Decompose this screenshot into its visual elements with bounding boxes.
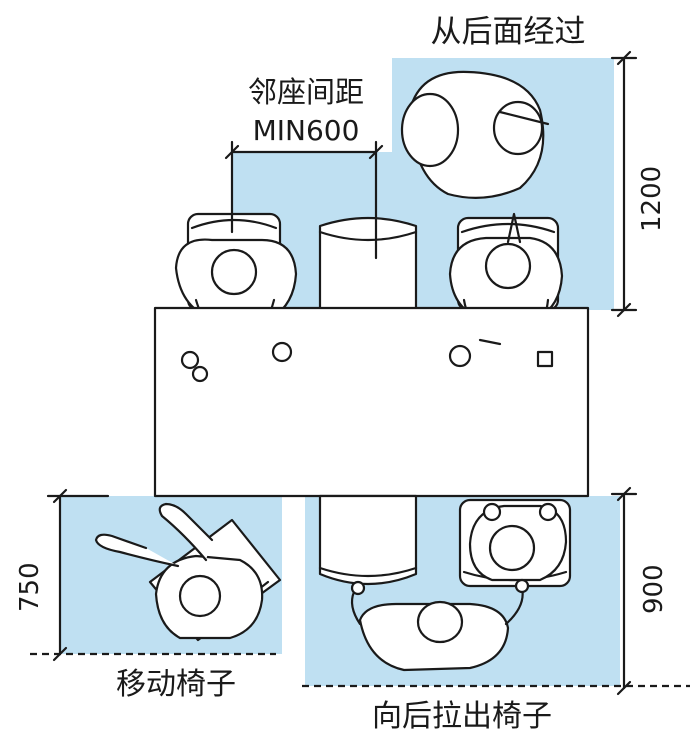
label-dim-900: 900 — [639, 564, 669, 614]
person-passing-behind — [400, 70, 550, 199]
label-min-spacing: MIN600 — [253, 114, 360, 147]
dim-1200 — [610, 50, 638, 318]
label-dim-750: 750 — [15, 562, 45, 612]
label-dim-1200: 1200 — [637, 166, 667, 232]
dim-750 — [30, 488, 276, 662]
dim-900 — [302, 486, 690, 696]
table-items — [180, 338, 554, 383]
label-pull-chair-back: 向后拉出椅子 — [372, 699, 552, 734]
label-move-chair: 移动椅子 — [116, 667, 236, 702]
chair-top-middle-empty — [318, 216, 418, 312]
person-moving-chair — [94, 502, 264, 640]
label-pass-behind: 从后面经过 — [431, 14, 586, 50]
label-adjacent-spacing: 邻座间距 — [248, 75, 364, 109]
person-pulling-chair — [350, 578, 530, 672]
dim-adjacent-spacing — [224, 140, 384, 260]
dining-table — [153, 306, 590, 498]
chair-bottom-middle-pulled — [318, 494, 418, 586]
person-seated-bottom-right — [468, 502, 568, 582]
